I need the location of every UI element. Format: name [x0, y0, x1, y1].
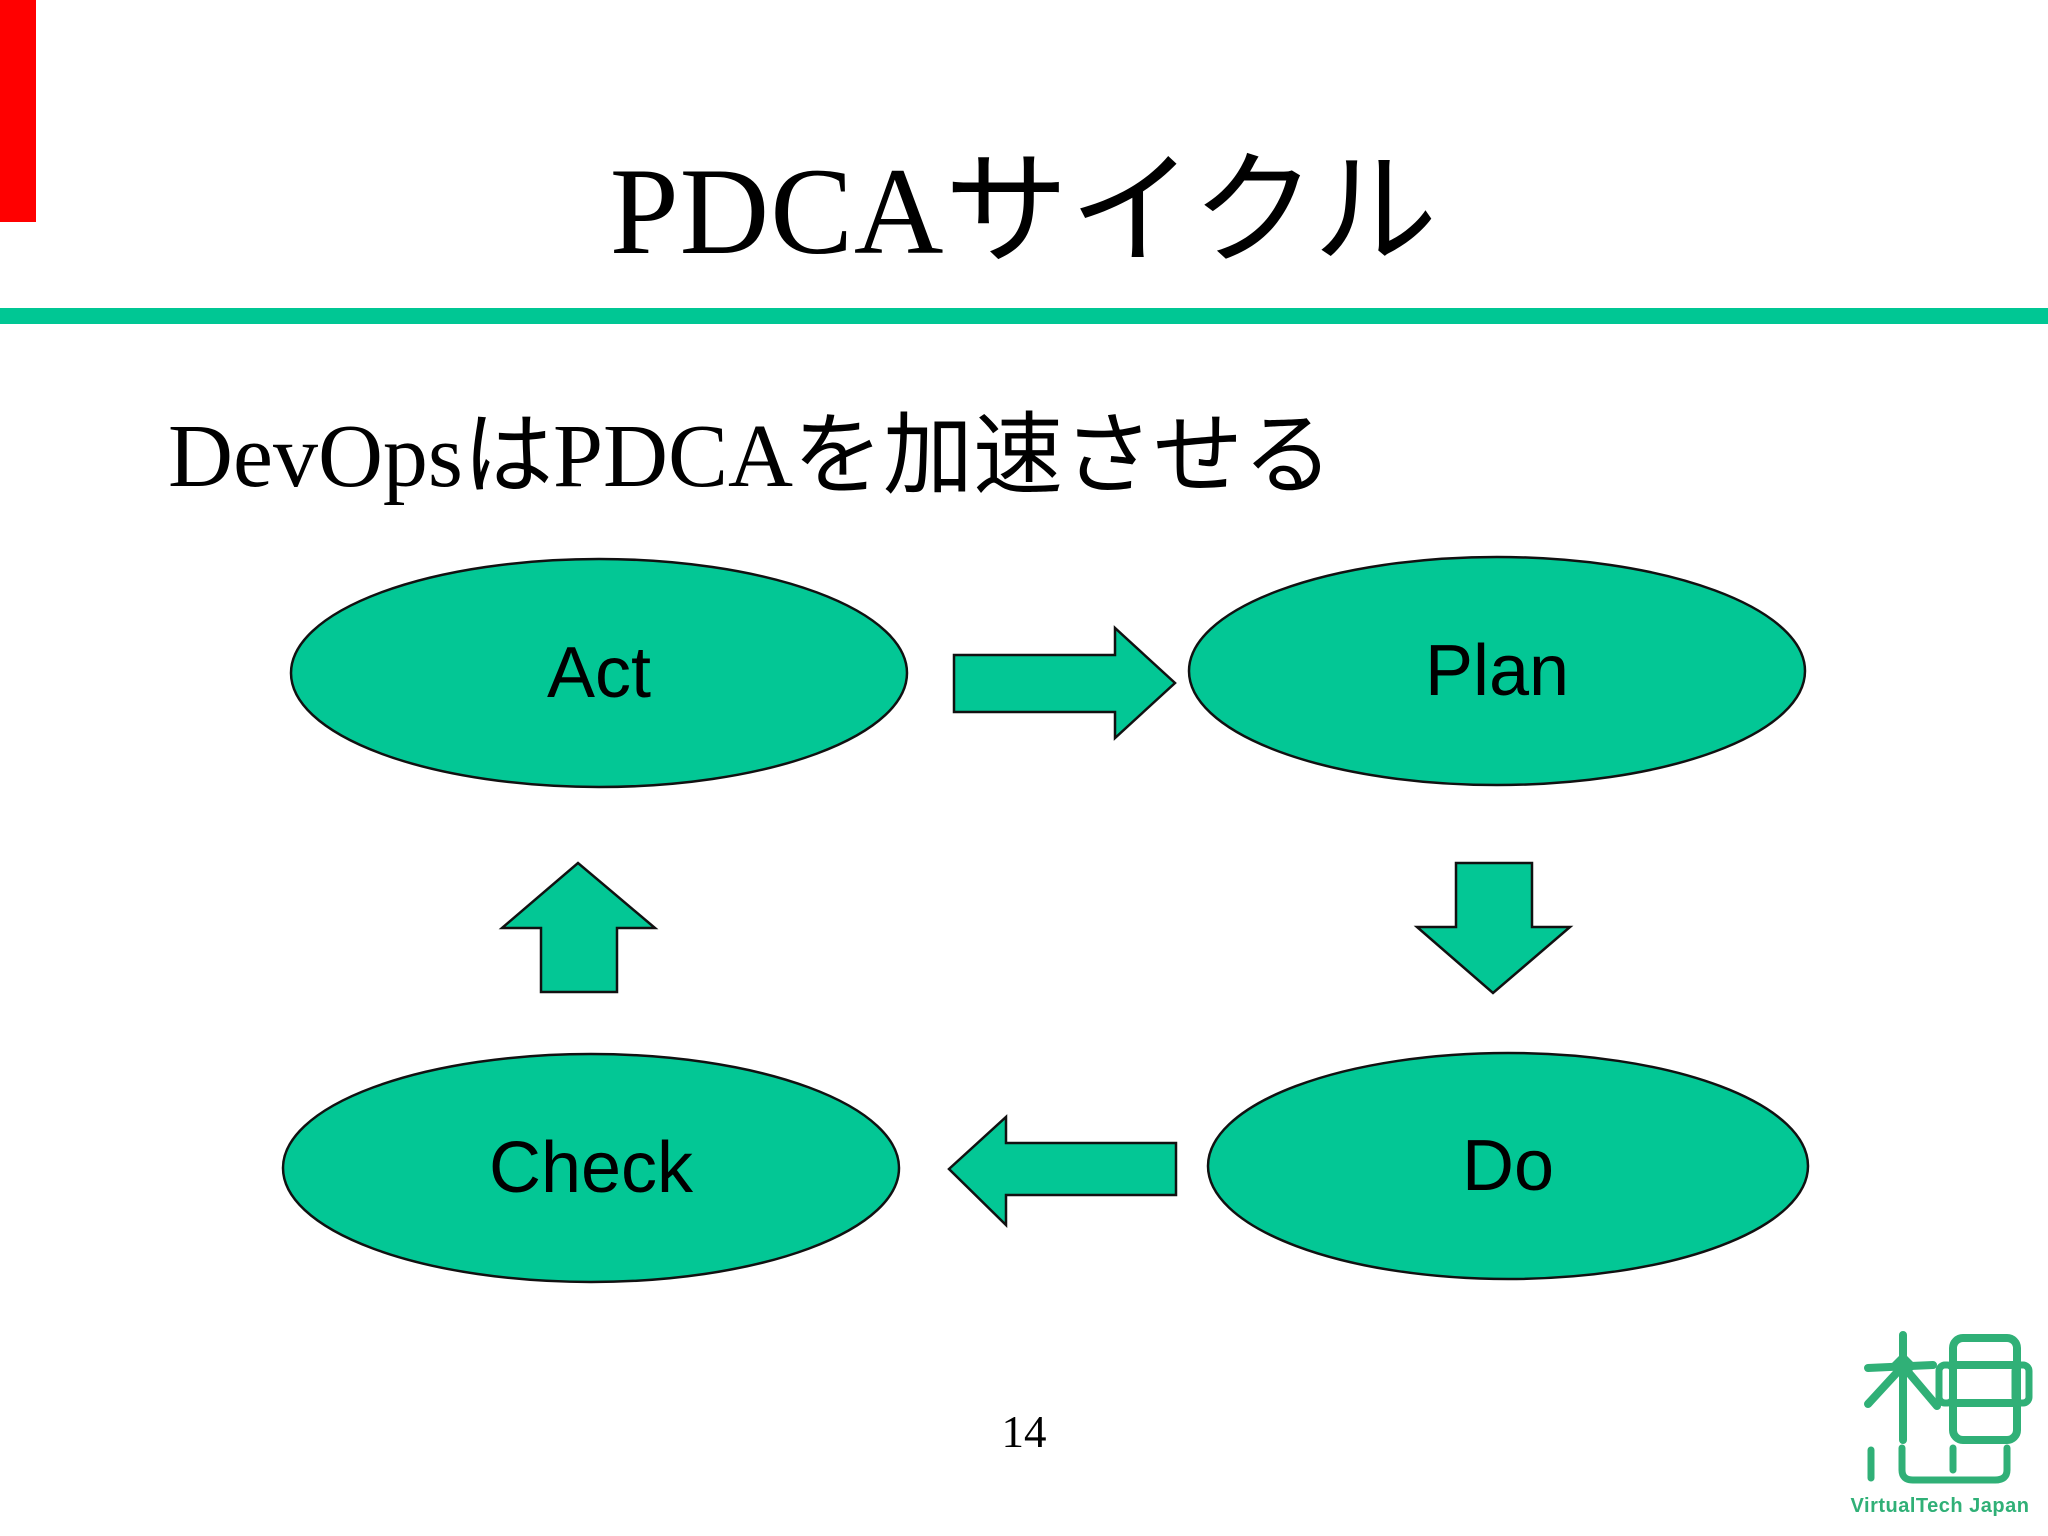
arrow-check-to-act — [498, 861, 659, 994]
node-check-label: Check — [488, 1128, 694, 1208]
logo-eye-tab-right — [2011, 1361, 2033, 1407]
node-do-shape — [1206, 1051, 1810, 1281]
node-check-shape — [281, 1052, 901, 1284]
red-marker-bar — [0, 0, 36, 222]
page-number: 14 — [1001, 1407, 1047, 1457]
virtualtech-japan-logo: VirtualTech Japan — [1845, 1320, 2045, 1530]
logo-heart-bowl — [1898, 1444, 2011, 1484]
node-plan-label: Plan — [1424, 631, 1570, 711]
arrow-plan-to-do — [1413, 861, 1574, 995]
node-act-label: Act — [546, 633, 652, 713]
title-underline-rule — [0, 308, 2048, 324]
subtitle-text: DevOpsはPDCAを加速させる — [168, 407, 1334, 506]
logo-wordmark: VirtualTech Japan — [1851, 1495, 2030, 1517]
logo-mark: VirtualTech Japan — [1851, 1331, 2033, 1517]
logo-eye-tab-left — [1935, 1361, 1957, 1407]
node-act-shape — [289, 557, 909, 789]
slide-title: PDCAサイクル — [609, 143, 1439, 280]
node-plan-shape — [1187, 555, 1807, 787]
logo-sparkle-icon — [1889, 1352, 1917, 1380]
arrow-do-to-check — [947, 1114, 1178, 1228]
node-do-label: Do — [1461, 1126, 1555, 1206]
logo-eye-block — [1949, 1334, 2021, 1444]
arrow-act-to-plan — [952, 625, 1177, 741]
